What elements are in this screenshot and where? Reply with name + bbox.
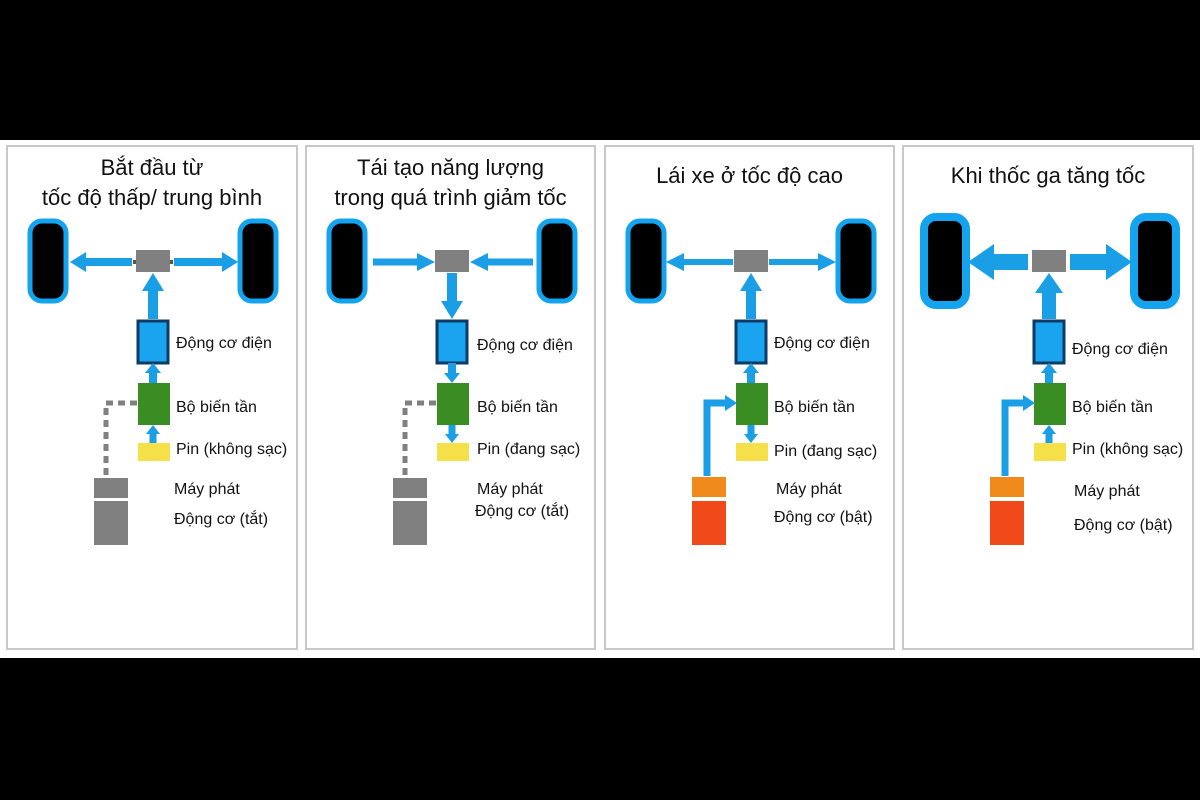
- wheel-right: [536, 218, 578, 304]
- generator-feed-line-inactive: [402, 400, 437, 475]
- power-arrow-motor-to-gearbox: [740, 273, 762, 319]
- wheel-left: [27, 218, 69, 304]
- inverter-label: Bộ biến tần: [774, 399, 855, 416]
- battery-label: Pin (không sạc): [176, 441, 288, 458]
- electric-motor-box: [136, 319, 170, 365]
- powertrain-diagram: [920, 213, 1180, 545]
- power-arrow-motor-to-gearbox: [142, 273, 164, 319]
- engine-label: Động cơ (bật): [774, 509, 873, 526]
- electric-motor-box: [1032, 319, 1066, 365]
- gearbox-box: [136, 250, 170, 272]
- wheel-left: [625, 218, 667, 304]
- motor-label: Động cơ điện: [774, 335, 870, 352]
- generator-box: [990, 477, 1024, 497]
- inverter-box: [1034, 383, 1066, 425]
- wheel-left: [920, 213, 970, 309]
- battery-label: Pin (không sạc): [1072, 441, 1184, 458]
- power-arrow-battery-to-inverter: [146, 425, 160, 443]
- generator-box: [393, 478, 427, 498]
- panel-title: Khi thốc ga tăng tốc: [904, 161, 1192, 191]
- powertrain-diagram: [625, 218, 877, 545]
- gearbox-box: [734, 250, 768, 272]
- panel-start: Bắt đầu từ tốc độ thấp/ trung bình Động …: [6, 145, 298, 650]
- gearbox-box: [1032, 250, 1066, 272]
- power-arrow-inverter-to-motor: [1041, 363, 1057, 383]
- panel-title-line-2: trong quá trình giảm tốc: [334, 185, 567, 210]
- engine-box: [393, 501, 427, 545]
- wheel-right: [237, 218, 279, 304]
- power-arrow-gearbox-to-motor: [441, 273, 463, 319]
- inverter-label: Bộ biến tần: [176, 399, 257, 416]
- panel-regen: Tái tạo năng lượng trong quá trình giảm …: [305, 145, 596, 650]
- inverter-box: [437, 383, 469, 425]
- generator-feed-line: [703, 399, 722, 476]
- panel-title: Bắt đầu từ tốc độ thấp/ trung bình: [8, 153, 296, 213]
- generator-box: [692, 477, 726, 497]
- power-arrow-generator-to-inverter: [720, 395, 737, 411]
- torque-arrow-left: [666, 253, 733, 271]
- panel-title: Lái xe ở tốc độ cao: [606, 161, 893, 191]
- electric-motor-box: [435, 319, 469, 365]
- engine-label: Động cơ (tắt): [475, 503, 570, 520]
- power-arrow-inverter-to-battery: [744, 425, 758, 443]
- engine-box: [990, 501, 1024, 545]
- inverter-label: Bộ biến tần: [477, 399, 558, 416]
- generator-feed-line: [1001, 399, 1020, 476]
- regen-arrow-from-right: [470, 253, 533, 271]
- torque-arrow-right: [174, 252, 238, 272]
- torque-arrow-left: [70, 252, 132, 272]
- inverter-box: [138, 383, 170, 425]
- torque-arrow-right: [1070, 244, 1132, 280]
- battery-label: Pin (đang sạc): [477, 441, 581, 458]
- motor-label: Động cơ điện: [1072, 341, 1168, 358]
- generator-label: Máy phát: [477, 481, 543, 498]
- motor-label: Động cơ điện: [176, 335, 272, 352]
- wheel-right: [835, 218, 877, 304]
- engine-box: [692, 501, 726, 545]
- generator-box: [94, 478, 128, 498]
- power-arrow-motor-to-inverter: [444, 363, 460, 383]
- generator-label: Máy phát: [776, 481, 842, 498]
- panel-highspeed: Lái xe ở tốc độ cao Động cơ điện Bộ biến…: [604, 145, 895, 650]
- power-arrow-inverter-to-motor: [743, 363, 759, 383]
- generator-label: Máy phát: [174, 481, 240, 498]
- panel-accelerate: Khi thốc ga tăng tốc Động cơ điện Bộ biế…: [902, 145, 1194, 650]
- panel-title-line-1: Khi thốc ga tăng tốc: [950, 163, 1146, 188]
- motor-label: Động cơ điện: [477, 337, 573, 354]
- battery-label: Pin (đang sạc): [774, 443, 878, 460]
- gearbox-box: [435, 250, 469, 272]
- panel-title-line-1: Bắt đầu từ: [100, 155, 204, 180]
- power-arrow-motor-to-gearbox: [1035, 273, 1063, 319]
- power-arrow-generator-to-inverter: [1018, 395, 1035, 411]
- powertrain-diagram: [326, 218, 578, 545]
- engine-label: Động cơ (bật): [1074, 517, 1173, 534]
- generator-feed-line-inactive: [103, 400, 138, 475]
- engine-box: [94, 501, 128, 545]
- panel-title-line-1: Tái tạo năng lượng: [357, 155, 544, 180]
- panel-title: Tái tạo năng lượng trong quá trình giảm …: [307, 153, 594, 213]
- wheel-left: [326, 218, 368, 304]
- wheel-right: [1130, 213, 1180, 309]
- power-arrow-inverter-to-battery: [445, 425, 459, 443]
- battery-box: [736, 443, 768, 461]
- torque-arrow-right: [769, 253, 836, 271]
- electric-motor-box: [734, 319, 768, 365]
- powertrain-diagram: [27, 218, 279, 545]
- battery-box: [437, 443, 469, 461]
- inverter-box: [736, 383, 768, 425]
- power-arrow-inverter-to-motor: [145, 363, 161, 383]
- battery-box: [1034, 443, 1066, 461]
- generator-label: Máy phát: [1074, 483, 1140, 500]
- regen-arrow-from-left: [373, 253, 435, 271]
- panel-title-line-2: tốc độ thấp/ trung bình: [41, 185, 263, 210]
- engine-label: Động cơ (tắt): [174, 511, 269, 528]
- power-arrow-battery-to-inverter: [1042, 425, 1056, 443]
- inverter-label: Bộ biến tần: [1072, 399, 1153, 416]
- battery-box: [138, 443, 170, 461]
- panel-title-line-1: Lái xe ở tốc độ cao: [656, 163, 843, 188]
- torque-arrow-left: [968, 244, 1028, 280]
